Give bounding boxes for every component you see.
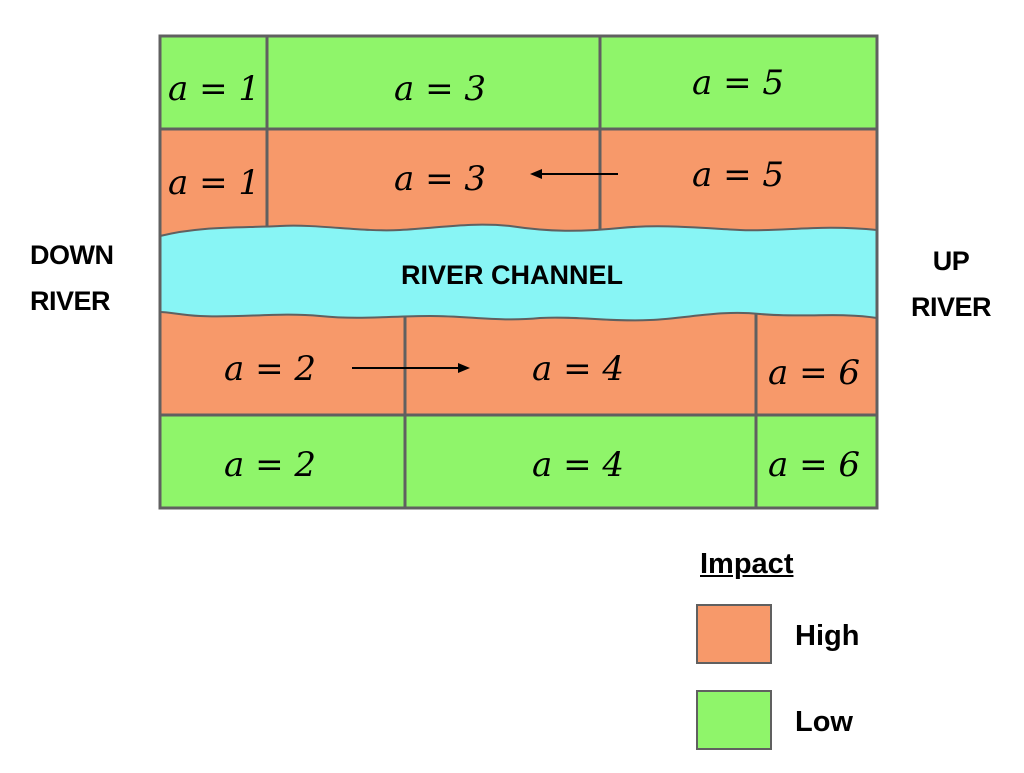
cell-top-high-3: a = 5 — [692, 155, 784, 195]
top-high-row — [160, 129, 877, 241]
arrow-right — [352, 363, 470, 373]
legend-label-high: High — [795, 620, 860, 652]
cell-top-high-2: a = 3 — [394, 159, 486, 199]
cell-top-low-2: a = 3 — [394, 69, 486, 109]
top-low-row — [160, 36, 877, 129]
legend-swatch-low — [696, 690, 772, 750]
cell-bot-low-1: a = 2 — [224, 445, 316, 485]
up-river-line-2: RIVER — [910, 292, 992, 322]
river-bank-top — [159, 223, 878, 237]
cell-bot-low-3: a = 6 — [768, 445, 860, 485]
river-channel-label: RIVER CHANNEL — [401, 260, 623, 290]
cell-bot-high-1: a = 2 — [224, 349, 316, 389]
river-bank-bottom — [159, 311, 878, 322]
down-river-line-2: RIVER — [30, 286, 111, 316]
river-channel — [160, 224, 877, 321]
cell-top-low-1: a = 1 — [168, 69, 260, 109]
cell-top-high-1: a = 1 — [168, 163, 260, 203]
cell-bot-high-2: a = 4 — [532, 349, 624, 389]
up-river-line-1: UP — [932, 246, 970, 276]
down-river-line-1: DOWN — [30, 240, 114, 270]
arrow-left — [530, 169, 618, 179]
legend-swatch-high — [696, 604, 772, 664]
cell-top-low-3: a = 5 — [692, 63, 784, 103]
down-river-label: DOWN RIVER — [30, 232, 114, 324]
legend-label-low: Low — [795, 706, 853, 738]
cell-bot-low-2: a = 4 — [532, 445, 624, 485]
up-river-label: UP RIVER — [895, 238, 1007, 330]
outer-border — [158, 34, 879, 510]
cell-bot-high-3: a = 6 — [768, 353, 860, 393]
legend-title: Impact — [700, 548, 794, 580]
